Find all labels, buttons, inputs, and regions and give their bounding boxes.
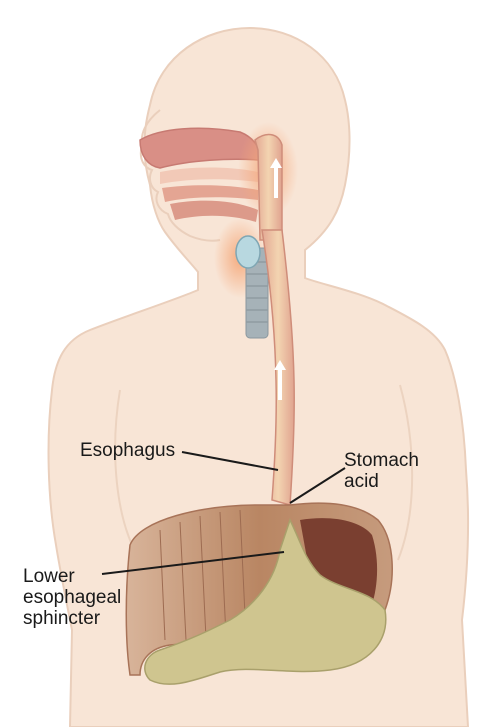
label-lower-esophageal-sphincter: Lower esophageal sphincter — [23, 566, 121, 629]
label-stomach-acid-line2: acid — [344, 471, 419, 492]
label-les-line2: esophageal — [23, 587, 121, 608]
label-les-line1: Lower — [23, 566, 121, 587]
label-stomach-acid: Stomach acid — [344, 450, 419, 492]
label-esophagus-text: Esophagus — [80, 440, 175, 461]
label-les-line3: sphincter — [23, 608, 121, 629]
label-esophagus: Esophagus — [80, 440, 175, 461]
larynx — [236, 236, 260, 268]
stomach — [126, 503, 392, 684]
label-stomach-acid-line1: Stomach — [344, 450, 419, 471]
